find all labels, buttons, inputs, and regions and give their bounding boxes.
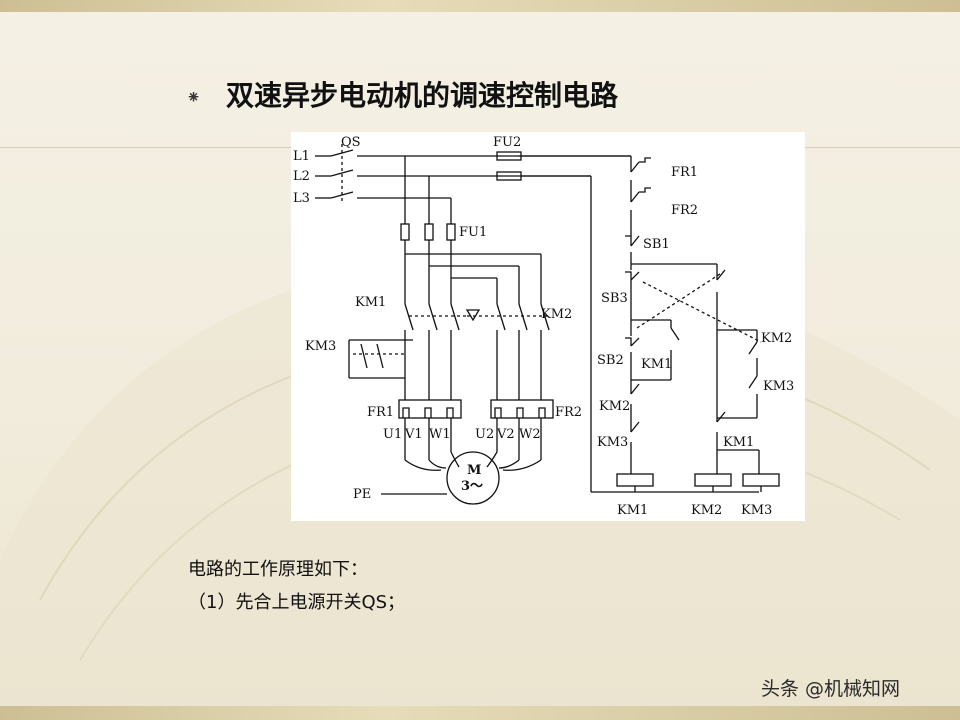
label-V1: V1 [404,427,423,442]
label-L1: L1 [293,149,310,164]
label-FR2-main: FR2 [555,405,582,420]
label-coil-KM2: KM2 [691,503,722,518]
body-text-line-1: 电路的工作原理如下： [188,559,368,580]
label-FU2: FU2 [493,135,521,150]
label-V2: V2 [496,427,515,442]
label-KM1-main: KM1 [355,295,386,310]
label-L2: L2 [293,169,310,184]
body-text-line-2: （1）先合上电源开关QS； [188,592,406,613]
label-FR1-main: FR1 [367,405,394,420]
label-KM1-aux: KM1 [641,357,672,372]
label-U2: U2 [475,427,494,442]
label-coil-KM3: KM3 [741,503,772,518]
label-coil-KM1: KM1 [617,503,648,518]
top-decor-bar [0,0,960,12]
circuit-diagram: L1 L2 L3 QS FU2 FU1 KM1 KM2 KM3 FR1 FR2 … [291,132,805,521]
label-W1: W1 [429,427,451,442]
label-KM3-main: KM3 [305,339,336,354]
label-SB3: SB3 [601,291,628,306]
label-FR1-ctrl: FR1 [671,165,698,180]
label-motor-3ph: 3～ [461,479,483,494]
label-SB2: SB2 [597,353,624,368]
label-L3: L3 [293,191,310,206]
label-KM2-aux: KM2 [761,331,792,346]
label-QS: QS [341,135,361,150]
watermark: 头条 @机械知网 [761,678,901,700]
bottom-decor-bar [0,706,960,720]
label-FR2-ctrl: FR2 [671,203,698,218]
slide-title: 双速异步电动机的调速控制电路 [226,79,619,112]
title-bullet: ⁕ [186,87,202,108]
label-PE: PE [353,487,371,502]
label-KM3-nc: KM3 [597,435,628,450]
label-U1: U1 [383,427,402,442]
label-KM2-main: KM2 [541,307,572,322]
label-KM3-aux: KM3 [763,379,794,394]
label-KM1-nc: KM1 [723,435,754,450]
label-FU1: FU1 [459,225,487,240]
label-motor-M: M [467,463,481,478]
label-KM2-nc: KM2 [599,399,630,414]
label-W2: W2 [519,427,541,442]
label-SB1: SB1 [643,237,670,252]
